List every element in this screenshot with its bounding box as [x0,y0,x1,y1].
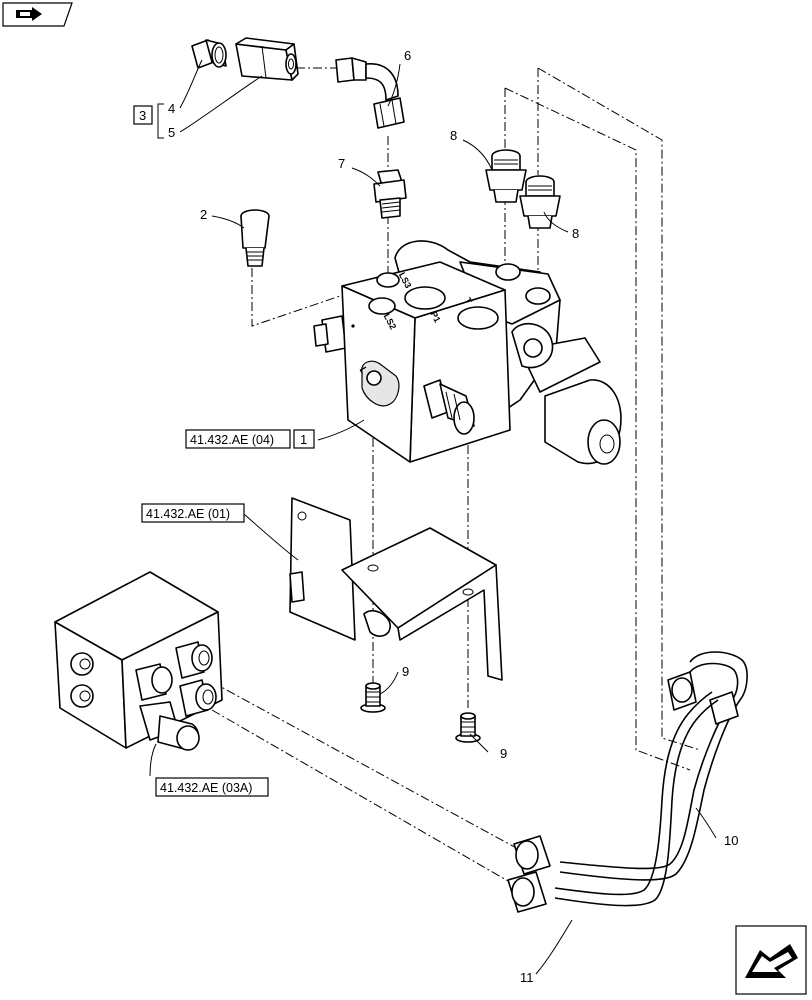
leader-lines [211,67,701,886]
callout-2[interactable]: 2 [200,207,207,222]
bracket [289,497,503,681]
callout-4[interactable]: 4 [168,101,175,116]
part-9-screw-b [455,712,481,743]
part-9-screw-a [360,682,386,713]
callout-3-group: 3 [133,103,164,139]
callout-numbers: 4 5 6 7 2 8 8 9 9 10 11 [168,48,738,985]
callout-3[interactable]: 3 [139,108,146,123]
callout-leaders [149,59,717,975]
ref-valve-group[interactable]: 41.432.AE (04) 1 [185,429,315,449]
next-page-icon[interactable] [735,925,807,995]
part-11-tube [507,691,719,913]
part-8-fitting-b [519,175,561,229]
part-8-fitting-a [485,149,527,203]
callout-11[interactable]: 11 [520,970,534,985]
part-10-tube [513,651,748,881]
callout-9b[interactable]: 9 [500,746,507,761]
ref-block-group[interactable]: 41.432.AE (03A) [155,777,269,797]
port-label-p1: P1 [429,310,443,324]
part-2-plug [240,209,270,267]
callout-1[interactable]: 1 [300,432,307,447]
port-label-l: L [357,365,370,376]
part-7-union [373,169,407,219]
ref-41-432-ae-01[interactable]: 41.432.AE (01) [146,507,230,521]
part-5-coupling [235,37,299,81]
callout-5[interactable]: 5 [168,125,175,140]
callout-9a[interactable]: 9 [402,664,409,679]
callout-8a[interactable]: 8 [450,128,457,143]
distribution-block [54,571,223,751]
previous-page-icon[interactable] [2,2,73,27]
part-1-control-valve: LS3 LS2 P1 T L [313,240,622,465]
ref-41-432-ae-03a[interactable]: 41.432.AE (03A) [160,781,252,795]
ref-41-432-ae-04[interactable]: 41.432.AE (04) [190,433,274,447]
callout-8b[interactable]: 8 [572,226,579,241]
port-label-t: T [463,296,475,306]
callout-7[interactable]: 7 [338,156,345,171]
ref-bracket-group[interactable]: 41.432.AE (01) [141,503,245,523]
callout-10[interactable]: 10 [724,833,738,848]
callout-6[interactable]: 6 [404,48,411,63]
part-6-elbow [335,57,405,129]
part-4-plug [191,39,227,69]
